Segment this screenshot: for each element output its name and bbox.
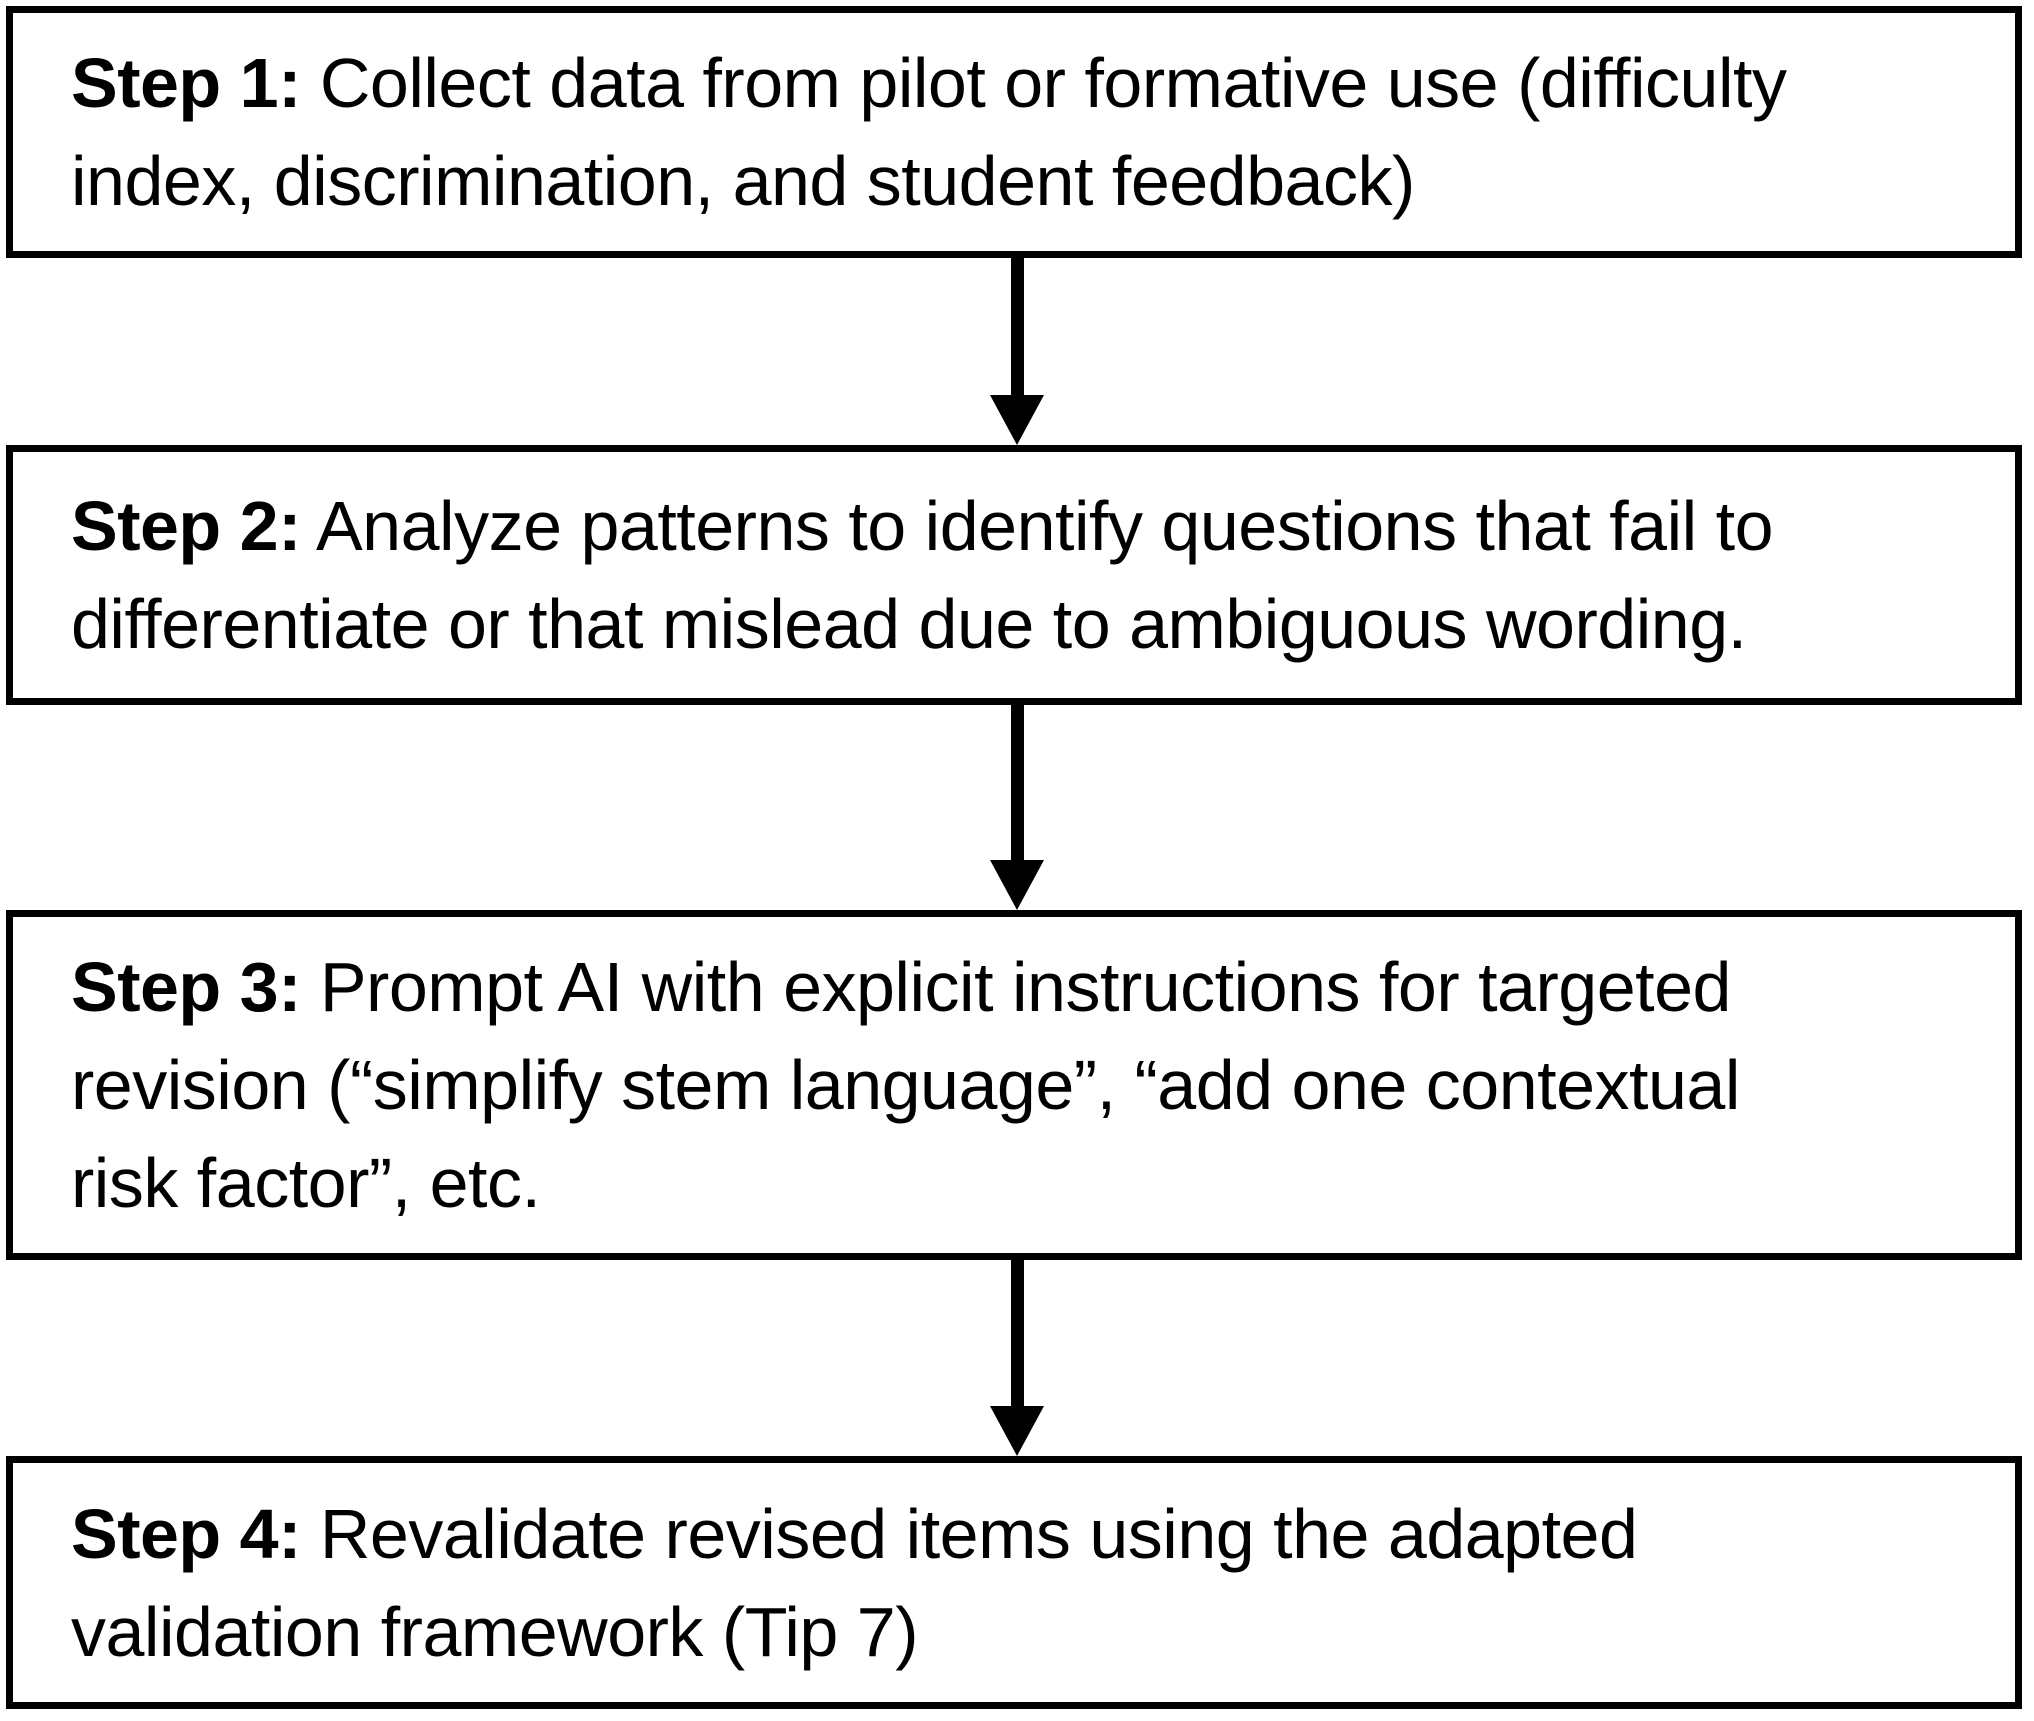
step-4-box: Step 4: Revalidate revised items using t…	[6, 1456, 2022, 1709]
step-3-text: Step 3: Prompt AI with explicit instruct…	[13, 938, 1780, 1232]
step-4-line-2: validation framework (Tip 7)	[71, 1592, 919, 1671]
arrow-shaft	[1010, 705, 1024, 860]
step-4-label: Step 4:	[71, 1494, 301, 1573]
step-1-label: Step 1:	[71, 44, 301, 122]
step-2-box: Step 2: Analyze patterns to identify que…	[6, 445, 2022, 705]
step-2-line-2: differentiate or that mislead due to amb…	[71, 585, 1747, 663]
arrow-down-icon	[0, 258, 2034, 445]
step-3-label: Step 3:	[71, 948, 301, 1026]
step-3-line-1: Prompt AI with explicit instructions for…	[319, 948, 1732, 1026]
step-3-line-2: revision (“simplify stem language”, “add…	[71, 1046, 1740, 1124]
arrow-shaft	[1010, 1260, 1024, 1406]
step-1-text: Step 1: Collect data from pilot or forma…	[13, 34, 1826, 230]
arrow-head	[990, 860, 1044, 910]
arrow-head	[990, 1406, 1044, 1456]
arrow-head	[990, 395, 1044, 445]
step-3-box: Step 3: Prompt AI with explicit instruct…	[6, 910, 2022, 1260]
arrow-down-icon	[0, 1260, 2034, 1456]
step-3-line-3: risk factor”, etc.	[71, 1144, 541, 1222]
step-1-line-1: Collect data from pilot or formative use…	[319, 44, 1787, 122]
step-4-text: Step 4: Revalidate revised items using t…	[13, 1485, 1677, 1681]
arrow-shaft	[1010, 258, 1024, 395]
step-2-text: Step 2: Analyze patterns to identify que…	[13, 477, 1813, 673]
step-1-line-2: index, discrimination, and student feedb…	[71, 142, 1415, 220]
arrow-down-icon	[0, 705, 2034, 910]
step-2-line-1: Analyze patterns to identify questions t…	[315, 487, 1774, 565]
step-4-line-1: Revalidate revised items using the adapt…	[319, 1494, 1638, 1573]
step-1-box: Step 1: Collect data from pilot or forma…	[6, 6, 2022, 258]
step-2-label: Step 2:	[71, 487, 301, 565]
